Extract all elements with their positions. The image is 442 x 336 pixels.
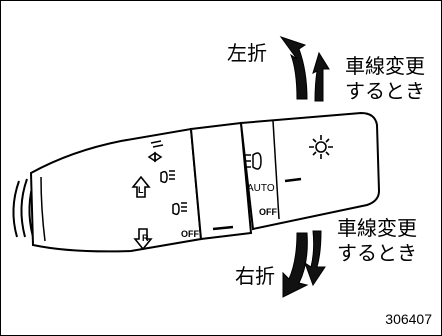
lane-change-down-arrow [304,230,326,287]
head-off-label: OFF [259,207,277,217]
headlight-sun-icon [309,135,333,159]
lane-change-up-arrow [312,51,330,102]
low-beam-icon [245,152,262,170]
turn-signal-symbols [131,175,153,251]
lever-head [239,111,381,231]
left-turn-label: 左折 [227,41,267,65]
figure-code: 306407 [385,311,432,327]
left-indicator-letter: L [138,185,144,195]
lever-collar [189,121,253,241]
right-turn-label: 右折 [235,264,275,288]
right-turn-arrow [282,232,309,298]
right-turn-arrow-icon [133,228,153,251]
left-turn-arrow-icon [131,175,151,198]
lane-change-up-label-2: するとき [345,79,425,103]
left-turn-arrow [279,36,308,100]
lane-change-down-label-2: するとき [337,241,417,265]
lever-stalk [29,127,203,253]
lane-change-down-label-1: 車線変更 [337,216,417,240]
stalk-off-label: OFF [181,229,199,239]
right-indicator-letter: R [142,233,149,243]
lane-change-up-label-1: 車線変更 [345,54,425,78]
auto-mode-label: AUTO [247,183,275,194]
direction-arrows [279,36,330,298]
fog-light-icons [147,140,187,216]
